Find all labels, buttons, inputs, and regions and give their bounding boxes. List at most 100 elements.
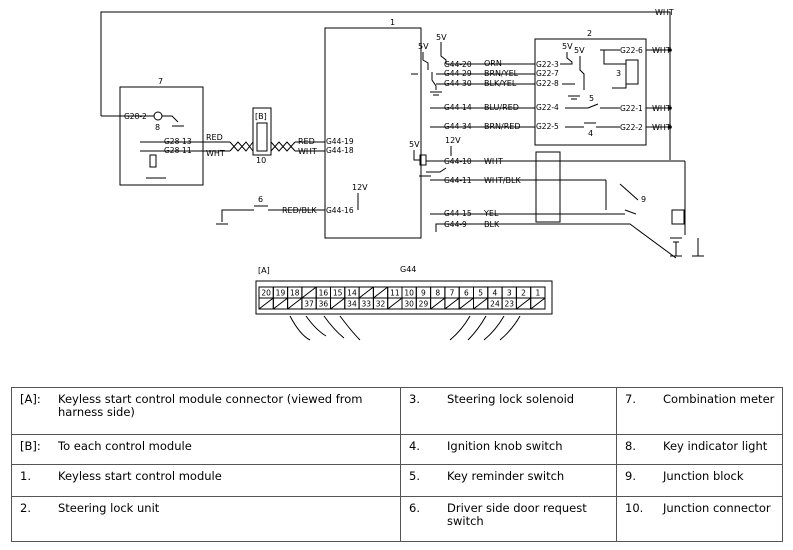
connector-pin-number: 3 [507, 289, 512, 298]
fuse-symbol [671, 209, 685, 225]
connector-pin-number: 1 [535, 289, 540, 298]
connector-empty-slot [287, 297, 303, 310]
voltage-5v-c: 5V [562, 42, 573, 51]
legend-key: 1. [20, 468, 31, 483]
legend-key: 10. [625, 501, 644, 516]
pin-g28-11: G28-11 [164, 146, 192, 155]
legend-cell: 1.Keyless start control module [11, 463, 401, 498]
legend-cell: 6. Driver side door request switch [400, 496, 617, 542]
legend-value: Key reminder switch [447, 468, 565, 483]
connector-pin-number: 30 [404, 300, 414, 309]
resistor-symbol [149, 154, 157, 168]
legend-key: 6. [409, 501, 420, 516]
wire-internal [426, 167, 447, 173]
connector-pin-number: 8 [435, 289, 440, 298]
pin-g22-3: G22-3 [536, 60, 559, 69]
junction-connector-box [252, 107, 272, 156]
legend-value: Driver side door request switch [447, 501, 587, 529]
key-indicator-light [153, 111, 163, 121]
wire-internal [162, 115, 179, 123]
module-10-number: 10 [256, 156, 266, 165]
connector-empty-slot [330, 297, 346, 310]
module-4-number: 4 [588, 129, 593, 138]
wiring-diagram: 1 2 7 [B] 10 WHT WHT WHT WHT 5V 5V G44-2… [100, 8, 704, 341]
connector-empty-slot [358, 286, 374, 299]
legend-key: [A]: [20, 392, 41, 406]
pin-g22-5: G22-5 [536, 122, 559, 131]
legend-key: 9. [625, 468, 636, 483]
connector-empty-slot [444, 297, 460, 310]
connector-pin-number: 5 [478, 289, 483, 298]
connector-pin-number: 32 [376, 300, 386, 309]
pin-g44-30: G44-30 [444, 79, 472, 88]
connector-empty-slot [301, 286, 317, 299]
label-a: [A] [258, 266, 270, 275]
module-6-number: 6 [258, 195, 263, 204]
wire-internal [603, 50, 627, 89]
connector-pin-number: 18 [290, 289, 300, 298]
label-b: [B] [255, 112, 267, 121]
connector-pin-number: 20 [261, 289, 271, 298]
connector-pin-number: 33 [361, 300, 371, 309]
legend-value: Junction block [663, 468, 744, 483]
legend-cell: 4.Ignition knob switch [400, 433, 617, 465]
connector-wires-right [449, 315, 521, 341]
connector-empty-slot [373, 286, 389, 299]
connector-pin-number: 4 [493, 289, 498, 298]
label-g44: G44 [400, 265, 416, 274]
wire-color-blk-yel: BLK/YEL [484, 79, 517, 88]
wire-color-wht-left: WHT [206, 149, 225, 158]
wire-color-blk: BLK [484, 220, 500, 229]
switch-symbol [624, 209, 637, 215]
pin-g44-14: G44-14 [444, 103, 472, 112]
connector-pin-number: 6 [464, 289, 469, 298]
legend-value: Combination meter [663, 392, 775, 406]
wire-ground-6 [221, 209, 254, 222]
legend-key: 3. [409, 392, 420, 406]
pin-g22-4: G22-4 [536, 103, 559, 112]
module-7-number: 7 [158, 77, 163, 86]
wire-color-wht-3: WHT [652, 123, 671, 132]
connector-pin-number: 7 [450, 289, 455, 298]
splice-dot [668, 125, 672, 129]
voltage-12v-a: 12V [445, 136, 461, 145]
legend-cell: 3.Steering lock solenoid [400, 387, 617, 435]
pin-g44-34: G44-34 [444, 122, 472, 131]
legend-table: [A]: Keyless start control module connect… [11, 387, 783, 542]
legend-cell: 10. Junction connector [616, 496, 783, 542]
steering-lock-unit-box [534, 38, 647, 146]
voltage-5v-e: 5V [409, 140, 420, 149]
transistor-symbol [440, 42, 447, 64]
pin-g44-9: G44-9 [444, 220, 467, 229]
connector-g44-body [255, 280, 553, 315]
connector-pin-number: 23 [504, 300, 514, 309]
connector-pin-number: 14 [347, 289, 357, 298]
legend-value: Keyless start control module connector (… [58, 392, 363, 419]
module-5-number: 5 [589, 94, 594, 103]
wire-color-wht-1: WHT [652, 46, 671, 55]
pin-g44-20: G44-20 [444, 60, 472, 69]
module-3-number: 3 [616, 69, 621, 78]
connector-empty-slot [258, 297, 274, 310]
legend-value: Junction connector [663, 501, 771, 516]
pin-g44-11: G44-11 [444, 176, 472, 185]
junction-leader [619, 183, 639, 201]
connector-pin-number: 2 [521, 289, 526, 298]
module-1-number: 1 [390, 18, 395, 27]
pin-g22-2: G22-2 [620, 123, 643, 132]
module-9-number: 9 [641, 195, 646, 204]
wire-color-blu-red: BLU/RED [484, 103, 519, 112]
pin-g22-1: G22-1 [620, 104, 643, 113]
voltage-5v-a: 5V [418, 42, 429, 51]
connector-pin-number: 24 [490, 300, 500, 309]
wire-color-red-right: RED [298, 137, 315, 146]
pin-g28-2: G28-2 [124, 112, 147, 121]
steering-lock-solenoid [625, 59, 639, 85]
transistor-symbol [431, 72, 437, 90]
legend-cell: [A]: Keyless start control module connect… [11, 387, 401, 435]
pin-g22-8: G22-8 [536, 79, 559, 88]
connector-wires-left [289, 315, 361, 341]
